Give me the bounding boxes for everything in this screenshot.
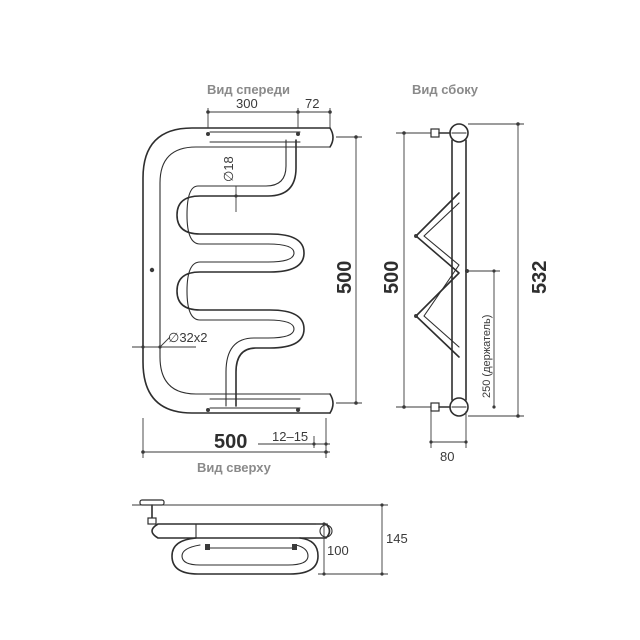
side-view-title: Вид сбоку <box>412 82 479 97</box>
dim-d32-label: ∅32x2 <box>168 330 208 345</box>
side-wall-holders <box>404 128 451 412</box>
top-wall-flange <box>132 499 388 525</box>
top-view: 100 145 <box>132 499 408 576</box>
side-dim-outer-label: 532 <box>529 261 551 294</box>
top-upper-tube <box>151 523 333 539</box>
side-dim-80-label: 80 <box>440 449 454 464</box>
top-dim-145: 145 <box>318 503 408 576</box>
top-dim-100: 100 <box>316 522 349 576</box>
front-dim-d32: ∅32x2 <box>132 330 208 349</box>
side-dim-mount-label: 250 (держатель) <box>481 315 493 398</box>
dim-width-label: 500 <box>214 431 247 453</box>
top-coil-loop <box>171 537 319 575</box>
top-view-title: Вид сверху <box>197 460 272 475</box>
side-view: Вид сбоку <box>381 82 551 464</box>
top-dim-145-label: 145 <box>386 531 408 546</box>
front-dim-bottom: 500 12–15 <box>141 418 330 458</box>
side-dim-inner: 500 <box>381 131 430 409</box>
front-dim-top: 300 72 <box>206 96 332 128</box>
front-view-title: Вид спереди <box>207 82 290 97</box>
side-dim-inner-label: 500 <box>381 261 403 294</box>
side-dim-mount: 250 (держатель) <box>468 269 500 409</box>
side-dim-80: 80 <box>429 411 468 464</box>
dim-300-label: 300 <box>236 96 258 111</box>
top-dim-100-label: 100 <box>327 543 349 558</box>
front-frame-tube <box>142 127 334 414</box>
dim-12-15-label: 12–15 <box>272 429 308 444</box>
front-serpentine-coil <box>176 139 305 407</box>
dim-72-label: 72 <box>305 96 319 111</box>
front-dim-height: 500 <box>334 135 362 405</box>
front-dim-d18: ∅18 <box>221 156 238 212</box>
side-zigzag-coil <box>414 192 469 358</box>
dim-d18-label: ∅18 <box>221 156 236 182</box>
front-view: Вид спереди <box>132 82 362 475</box>
side-dim-outer: 532 <box>468 122 551 418</box>
dim-height-label: 500 <box>334 261 356 294</box>
